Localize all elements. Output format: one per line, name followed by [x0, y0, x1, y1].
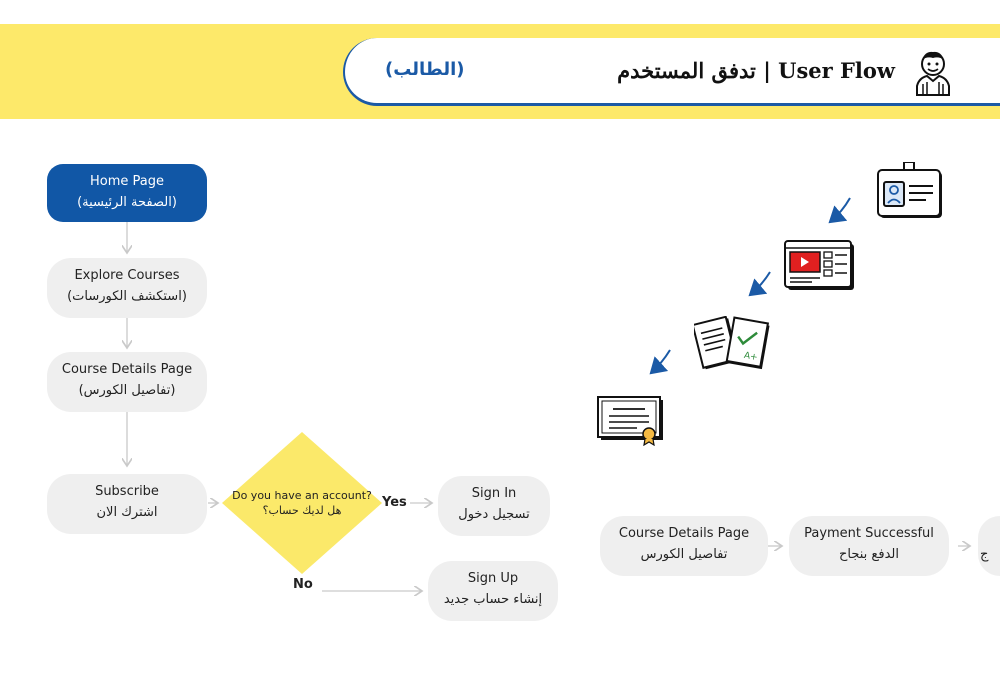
quiz-papers-icon: A+: [694, 316, 770, 370]
node-details2-en: Course Details Page: [618, 526, 750, 541]
diamond-shape: [222, 432, 382, 574]
node-details2-ar: تفاصيل الكورس: [640, 547, 728, 562]
node-home-ar: (الصفحة الرئيسية): [77, 195, 177, 210]
no-label: No: [293, 577, 313, 592]
node-payment-successful[interactable]: Payment Successful الدفع بنجاح: [789, 516, 949, 576]
page-title: تدفق المستخدم | User Flow: [617, 58, 895, 83]
node-signup-ar: إنشاء حساب جديد: [443, 592, 543, 607]
node-course-details-2[interactable]: Course Details Page تفاصيل الكورس: [600, 516, 768, 576]
node-signup-en: Sign Up: [467, 571, 519, 586]
node-subscribe-ar: اشترك الان: [96, 505, 158, 520]
curved-arrow-2: [748, 271, 771, 297]
node-explore-courses[interactable]: Explore Courses (استكشف الكورسات): [47, 258, 207, 318]
node-details-en: Course Details Page: [61, 362, 193, 377]
decision-diamond: Do you have an account? هل لديك حساب؟: [222, 432, 382, 574]
decision-en: Do you have an account?: [232, 489, 372, 502]
node-course-details[interactable]: Course Details Page (تفاصيل الكورس): [47, 352, 207, 412]
yes-label: Yes: [382, 495, 407, 510]
node-sign-in[interactable]: Sign In تسجيل دخول: [438, 476, 550, 536]
node-signin-ar: تسجيل دخول: [458, 507, 530, 522]
id-badge-icon: [877, 162, 942, 218]
curved-arrow-1: [828, 197, 851, 224]
node-subscribe[interactable]: Subscribe اشترك الان: [47, 474, 207, 534]
node-explore-ar: (استكشف الكورسات): [67, 289, 187, 304]
decision-ar: هل لديك حساب؟: [262, 504, 342, 517]
video-player-icon: [784, 240, 854, 290]
header-subtitle: (الطالب): [385, 59, 465, 80]
student-avatar-icon: [916, 51, 950, 96]
node-explore-en: Explore Courses: [74, 268, 180, 283]
curved-arrow-3: [649, 349, 671, 375]
node-next-ar: ج: [980, 547, 989, 562]
node-payment-ar: الدفع بنجاح: [839, 547, 899, 562]
header-card: (الطالب) تدفق المستخدم | User Flow: [343, 38, 1000, 106]
node-home-page[interactable]: Home Page (الصفحة الرئيسية): [47, 164, 207, 222]
node-home-en: Home Page: [90, 174, 164, 189]
node-next-partial[interactable]: ج: [978, 516, 1000, 576]
node-sign-up[interactable]: Sign Up إنشاء حساب جديد: [428, 561, 558, 621]
certificate-icon: [597, 396, 663, 446]
decision-text: Do you have an account? هل لديك حساب؟: [222, 488, 382, 518]
node-subscribe-en: Subscribe: [95, 484, 159, 499]
node-details-ar: (تفاصيل الكورس): [78, 383, 176, 398]
node-signin-en: Sign In: [471, 486, 517, 501]
svg-text:A+: A+: [743, 351, 758, 363]
node-payment-en: Payment Successful: [804, 526, 934, 541]
